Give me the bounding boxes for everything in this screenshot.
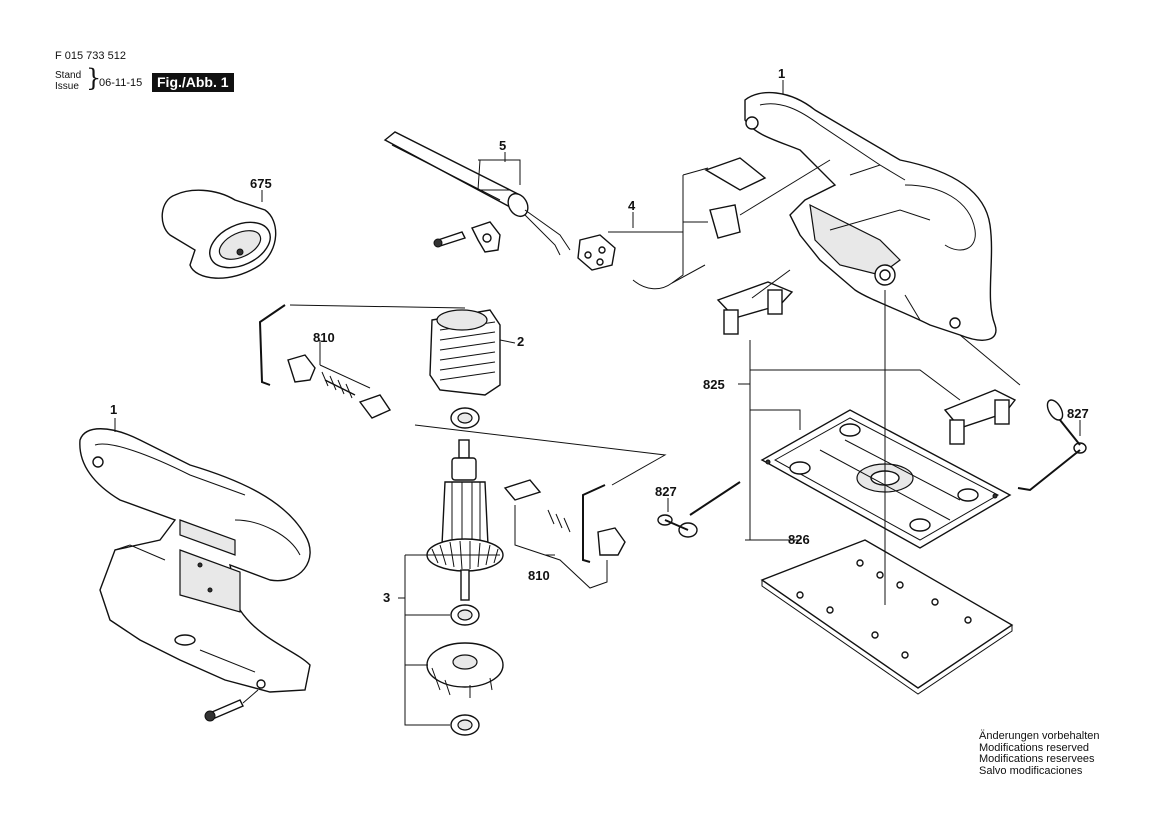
callout-827-right: 827 bbox=[1067, 406, 1089, 421]
modification-notice: Änderungen vorbehalten Modifications res… bbox=[979, 730, 1100, 777]
power-cord bbox=[383, 131, 571, 256]
callout-826: 826 bbox=[788, 532, 810, 547]
bracket-part-825 bbox=[749, 340, 961, 541]
callout-3: 3 bbox=[383, 590, 390, 605]
notice-line-es: Salvo modificaciones bbox=[979, 764, 1083, 777]
cord-clamp bbox=[433, 221, 501, 253]
callout-4: 4 bbox=[628, 198, 636, 213]
leader-brush-link bbox=[414, 424, 667, 486]
notice-line-de: Änderungen vorbehalten bbox=[979, 730, 1100, 742]
brush-clip-left bbox=[258, 304, 466, 419]
issue-date: 06-11-15 bbox=[99, 77, 143, 89]
callout-1-left: 1 bbox=[110, 402, 117, 417]
callout-675: 675 bbox=[250, 176, 272, 191]
callout-1-top: 1 bbox=[778, 66, 785, 81]
bearing-top bbox=[450, 407, 480, 429]
callout-810-top: 810 bbox=[313, 330, 335, 345]
issue-label: Issue bbox=[55, 81, 79, 92]
slider-upper bbox=[716, 281, 794, 335]
bracket-part-3 bbox=[398, 554, 450, 726]
slider-lower bbox=[943, 389, 1017, 445]
switch-assembly bbox=[577, 157, 831, 290]
base-plate bbox=[760, 409, 1012, 549]
notice-line-fr: Modifications reservees bbox=[979, 753, 1095, 765]
fan-wheel bbox=[426, 642, 504, 698]
clamp-lever-right bbox=[1017, 399, 1087, 492]
leader-slider-lower bbox=[959, 334, 1021, 386]
sanding-pad bbox=[760, 539, 1014, 695]
brace-glyph: } bbox=[86, 64, 102, 92]
leader-810-top bbox=[319, 340, 371, 389]
callout-810-bottom: 810 bbox=[528, 568, 550, 583]
callout-825: 825 bbox=[703, 377, 725, 392]
callout-827-left: 827 bbox=[655, 484, 677, 499]
field-coil bbox=[429, 309, 516, 396]
callout-5: 5 bbox=[499, 138, 506, 153]
leader-slider-upper bbox=[751, 269, 791, 299]
stand-issue-labels: Stand Issue bbox=[55, 70, 81, 92]
brush-clip-right bbox=[503, 479, 626, 589]
housing-half-left bbox=[79, 428, 311, 693]
stand-label: Stand bbox=[55, 70, 82, 81]
bearing-lowest bbox=[450, 714, 480, 736]
bearing-bottom bbox=[450, 604, 480, 626]
callout-2: 2 bbox=[517, 334, 524, 349]
notice-line-en: Modifications reserved bbox=[979, 741, 1090, 754]
housing-screw bbox=[204, 689, 259, 722]
housing-half-top bbox=[744, 91, 997, 341]
clamp-lever-left bbox=[657, 481, 741, 538]
document-number: F 015 733 512 bbox=[55, 50, 126, 62]
dust-adapter bbox=[161, 189, 277, 279]
figure-label: Fig./Abb. 1 bbox=[152, 73, 234, 92]
armature bbox=[426, 439, 504, 601]
